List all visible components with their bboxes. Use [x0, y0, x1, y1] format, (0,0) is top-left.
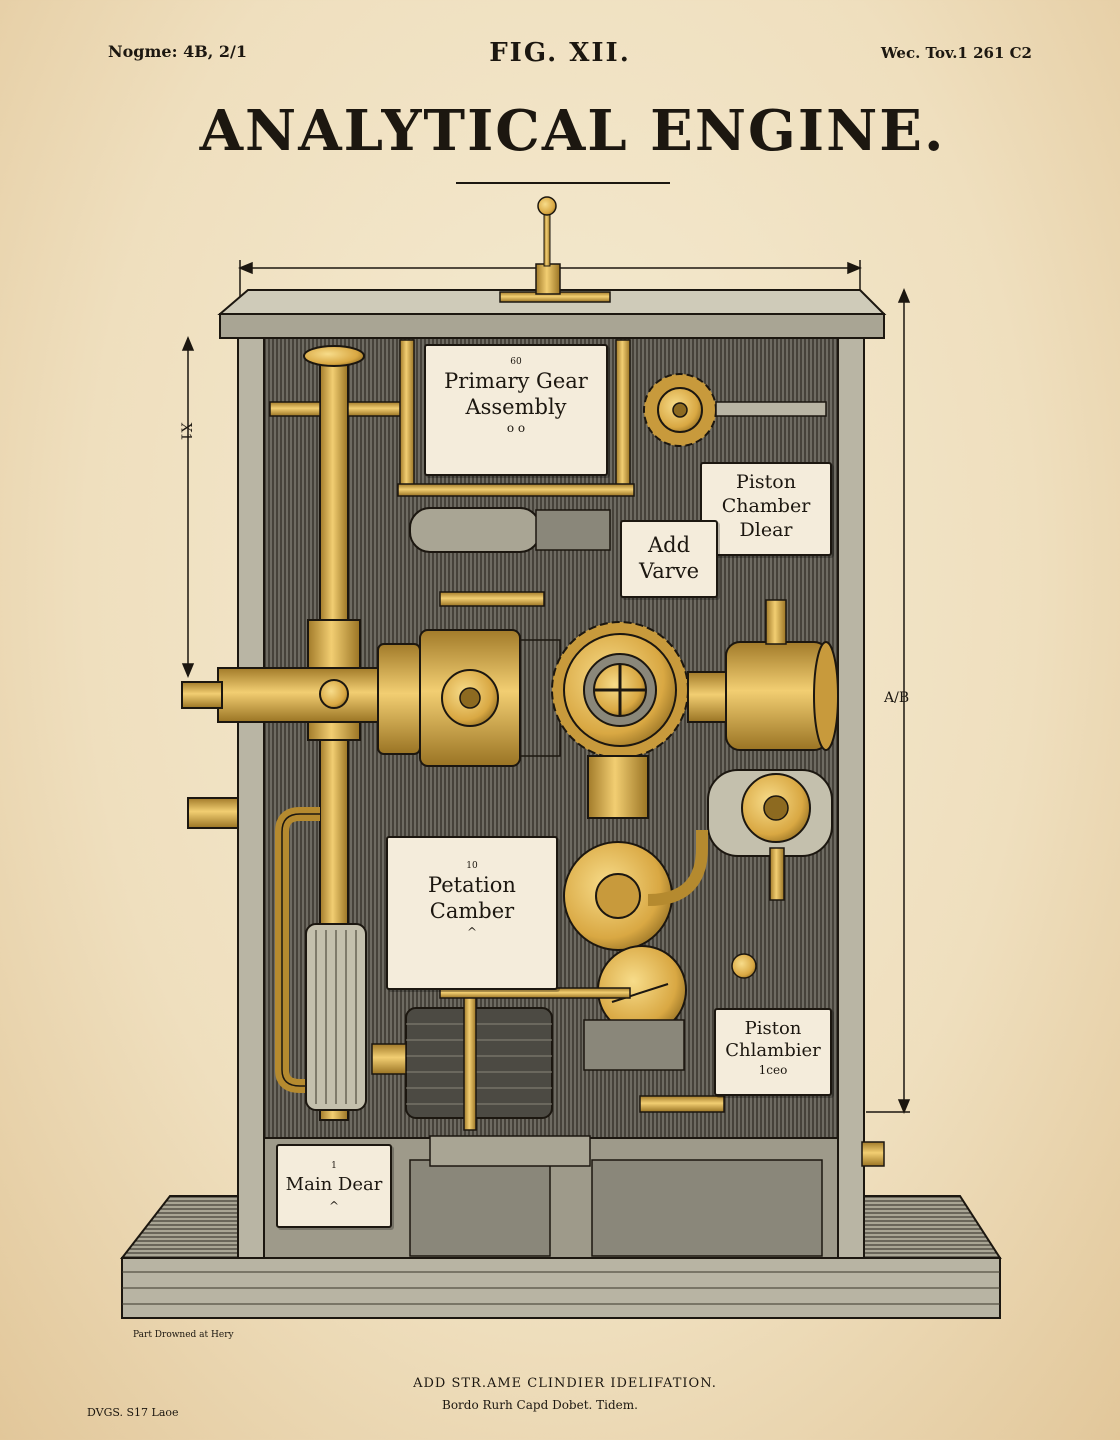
label-main-dear-text: Main Dear — [285, 1174, 383, 1195]
label-petation-code: 10 — [466, 861, 478, 871]
label-main-dear-code: 1 — [331, 1161, 337, 1171]
footer-note: DVGS. S17 Laoe — [87, 1406, 179, 1419]
large-gear — [551, 621, 689, 759]
central-cylinder — [377, 591, 561, 767]
right-drum — [687, 599, 839, 751]
top-lever — [499, 196, 611, 303]
title-underline — [456, 182, 670, 184]
label-petation-sub: ^ — [466, 925, 478, 939]
pump-cluster — [563, 755, 725, 1113]
caption-line-1: ADD STR.AME CLINDIER IDELIFATION. — [413, 1376, 717, 1391]
label-piston-chamber-bottom: Piston Chlambier 1ceo — [714, 1008, 832, 1096]
label-add-valve-text: Add Varve — [638, 533, 700, 583]
label-piston-chamber-bottom-sub: 1ceo — [758, 1063, 788, 1077]
right-cluster — [707, 769, 833, 979]
dimension-label-left: X1 — [177, 422, 194, 442]
figure-number: FIG. XII. — [489, 38, 631, 68]
label-main-dear: 1 Main Dear ^ — [276, 1144, 392, 1228]
lower-drum — [371, 987, 631, 1131]
vertical-pipe — [181, 345, 403, 1121]
label-primary-gear-assembly: 60 Primary Gear Assembly o o — [424, 344, 608, 476]
label-piston-chamber-top-text: Piston Chamber Dlear — [721, 471, 811, 541]
label-add-valve: Add Varve — [620, 520, 718, 598]
label-petation-camber: 10 Petation Camber ^ — [386, 836, 558, 990]
small-top-gear — [643, 373, 827, 447]
label-petation-text: Petation Camber — [428, 873, 516, 923]
label-main-dear-sub: ^ — [328, 1199, 340, 1213]
dimension-label-right: A/B — [884, 690, 910, 706]
page-title: ANALYTICAL ENGINE. — [199, 98, 946, 164]
header-left-note: Nogme: 4B, 2/1 — [108, 42, 247, 61]
upper-clamps — [397, 339, 635, 553]
side-knob — [861, 1141, 885, 1167]
label-piston-chamber-top: Piston Chamber Dlear — [700, 462, 832, 556]
header-right-note: Wec. Tov.1 261 C2 — [880, 44, 1032, 62]
caption-line-2: Bordo Rurh Capd Dobet. Tidem. — [442, 1398, 638, 1412]
caption-small-left: Part Drowned at Hery — [133, 1330, 234, 1340]
label-primary-gear-code: 60 — [510, 357, 522, 367]
label-primary-gear-sub: o o — [506, 421, 526, 435]
label-primary-gear-text: Primary Gear Assembly — [444, 369, 588, 419]
label-piston-chamber-bottom-text: Piston Chlambier — [725, 1018, 821, 1061]
